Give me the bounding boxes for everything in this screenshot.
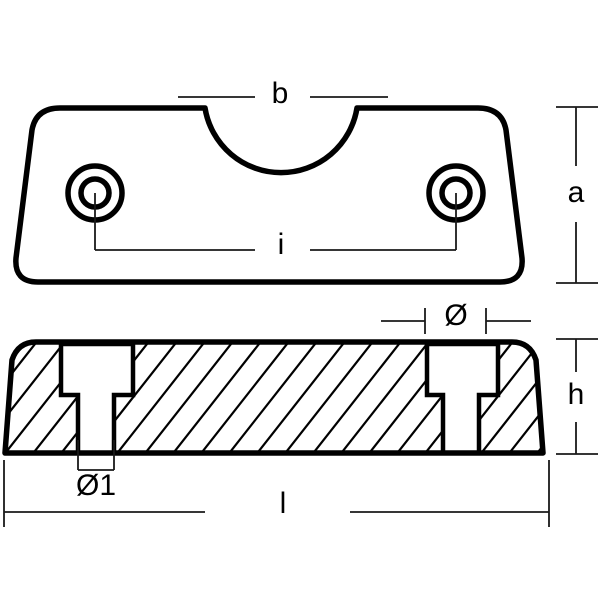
dimension-a-label: a — [568, 176, 585, 209]
dimension-l-label: l — [280, 487, 287, 520]
dimension-i-label: i — [278, 228, 285, 261]
dimension-h-label: h — [568, 378, 585, 411]
section-view — [2, 339, 546, 456]
section-left-insert-fill — [61, 344, 133, 453]
dimension-h: h — [556, 338, 598, 455]
dimension-diameter1-label: Ø1 — [76, 469, 116, 502]
dimension-b-label: b — [272, 77, 289, 110]
section-view-outline — [2, 339, 546, 456]
top-view-outline — [13, 105, 525, 285]
section-right-insert-outline — [424, 341, 501, 456]
dimension-diameter-label: Ø — [444, 299, 467, 332]
dimension-diameter1: Ø1 — [76, 440, 116, 502]
dimension-l: l — [3, 460, 550, 527]
dimension-a: a — [556, 106, 598, 284]
dimension-b: b — [178, 77, 388, 110]
dimension-i: i — [94, 193, 457, 261]
dimension-diameter: Ø — [381, 299, 531, 334]
top-view — [13, 105, 525, 285]
